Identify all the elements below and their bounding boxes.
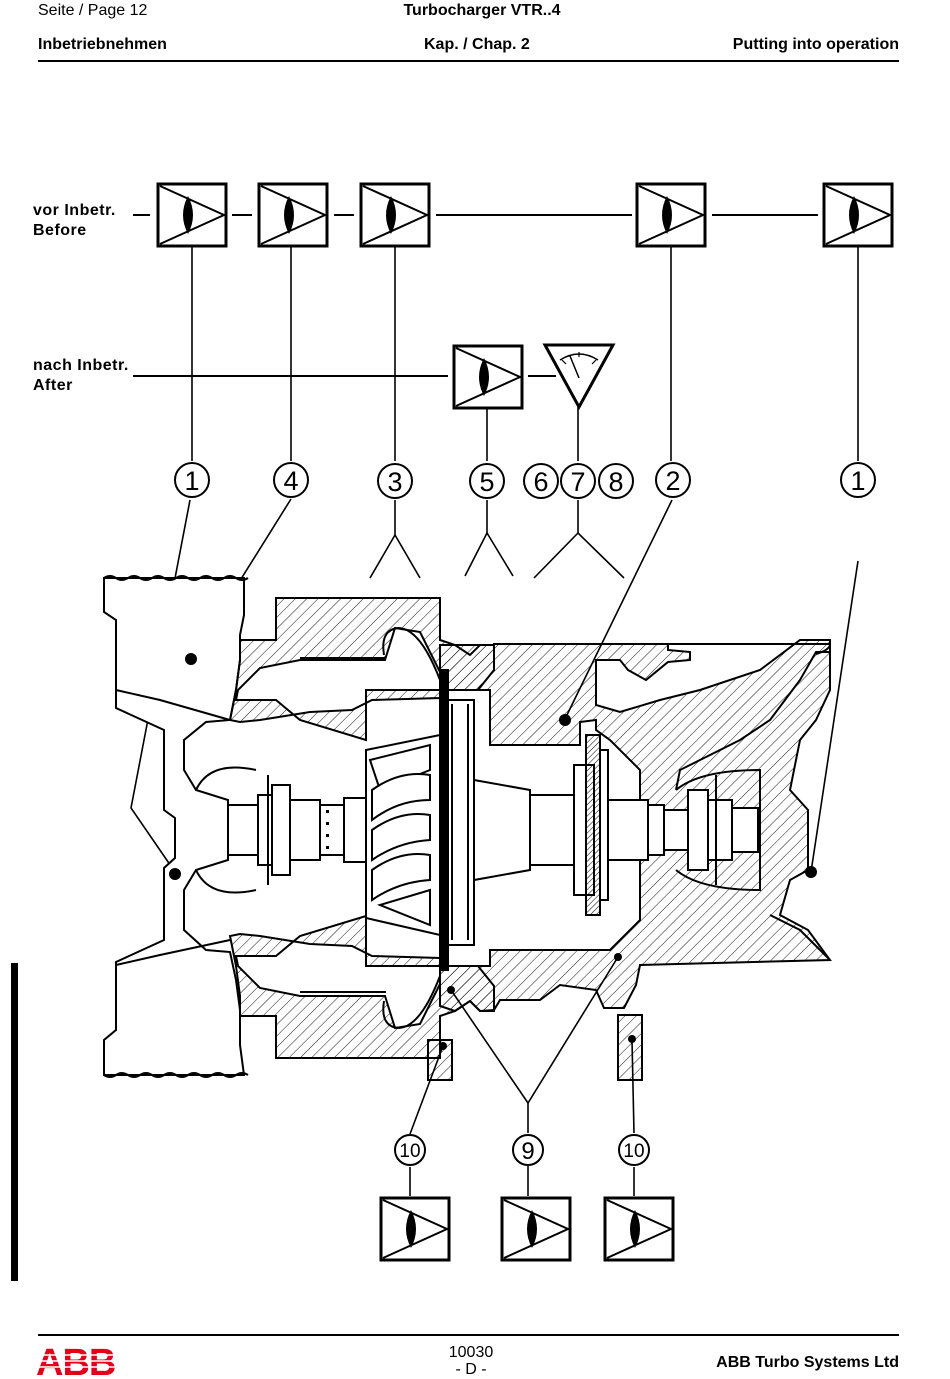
inspect-eye-icon <box>502 1198 570 1260</box>
callout-6: 6 <box>533 467 548 497</box>
turbocharger-cross-section <box>104 576 830 1080</box>
inspect-eye-icon <box>454 346 522 408</box>
callout-2: 2 <box>665 466 680 496</box>
inspect-eye-icon <box>637 184 705 246</box>
callout-9: 9 <box>521 1138 534 1165</box>
inspect-eye-icon <box>824 184 892 246</box>
inspect-eye-icon <box>381 1198 449 1260</box>
company-name: ABB Turbo Systems Ltd <box>716 1354 899 1372</box>
callout-4: 4 <box>283 466 298 496</box>
inspect-eye-icon <box>158 184 226 246</box>
callout-8: 8 <box>608 467 623 497</box>
callout-1-top-left: 1 <box>184 466 199 496</box>
callout-1-top-right: 1 <box>850 466 865 496</box>
callout-10-right: 10 <box>623 1141 644 1162</box>
revision-bar <box>11 963 18 1281</box>
callout-3: 3 <box>387 467 402 497</box>
callout-10-left: 10 <box>399 1141 420 1162</box>
inspect-eye-icon <box>605 1198 673 1260</box>
inspect-eye-icon <box>259 184 327 246</box>
callout-7: 7 <box>570 467 585 497</box>
inspect-eye-icon <box>361 184 429 246</box>
callout-5: 5 <box>479 467 494 497</box>
footer-rule <box>38 1334 899 1336</box>
